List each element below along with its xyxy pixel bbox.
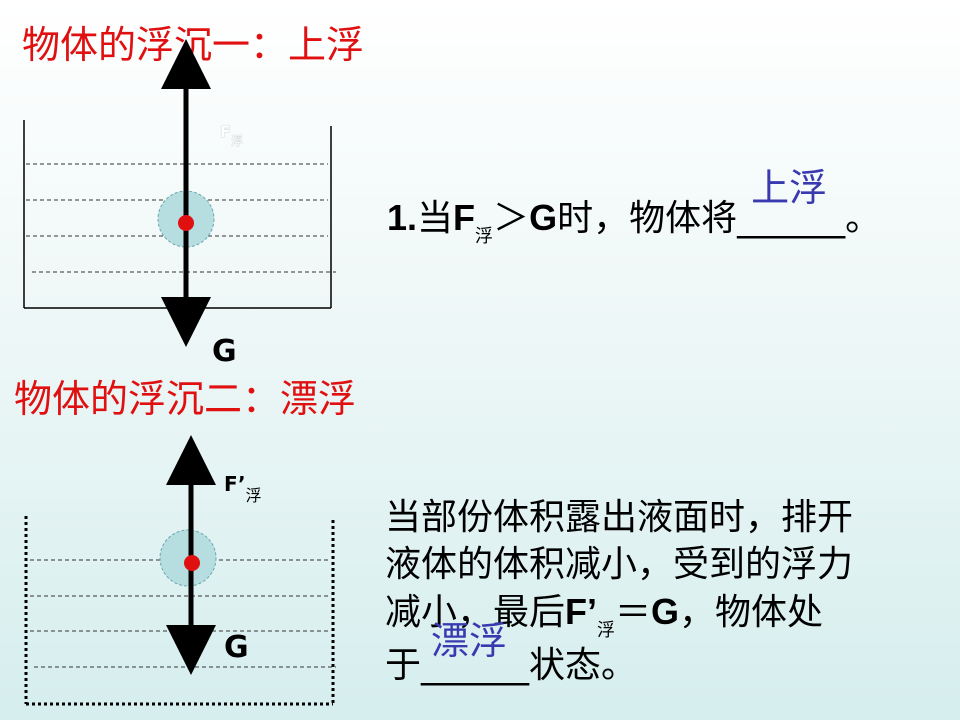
answer-rising: 上浮	[751, 166, 828, 210]
paragraph-line-1: 当部份体积露出液面时，排开	[385, 497, 854, 538]
paragraph-2: 当部份体积露出液面时，排开 液体的体积减小，受到的浮力 减小，最后F’浮＝G，物…	[385, 494, 950, 689]
paragraph-line-3: 减小，最后F’浮＝G，物体处	[385, 591, 824, 641]
water-lines-2	[30, 559, 336, 668]
buoyancy-label-1: F浮	[220, 122, 243, 148]
gravity-label-2: G	[224, 630, 249, 665]
section1-heading: 物体的浮沉一：上浮	[22, 23, 365, 67]
center-dot-1	[178, 215, 194, 231]
answer-floating: 漂浮	[431, 619, 508, 663]
paragraph-line-2: 液体的体积减小，受到的浮力	[385, 544, 854, 585]
paragraph-line-4: 于______漂浮状态。	[385, 619, 638, 686]
center-dot-2	[184, 555, 200, 571]
object-ball-1	[157, 190, 215, 248]
water-lines-1	[26, 163, 336, 273]
beaker-2	[24, 516, 335, 706]
gravity-label-1: G	[212, 334, 237, 369]
section2-heading: 物体的浮沉二：漂浮	[14, 377, 357, 421]
buoyancy-label-2: F’浮	[224, 472, 262, 505]
beaker-1	[23, 120, 332, 309]
object-ball-2	[159, 529, 217, 587]
sentence-1: 1.当F浮＞G时，物体将______上浮。	[387, 166, 882, 247]
